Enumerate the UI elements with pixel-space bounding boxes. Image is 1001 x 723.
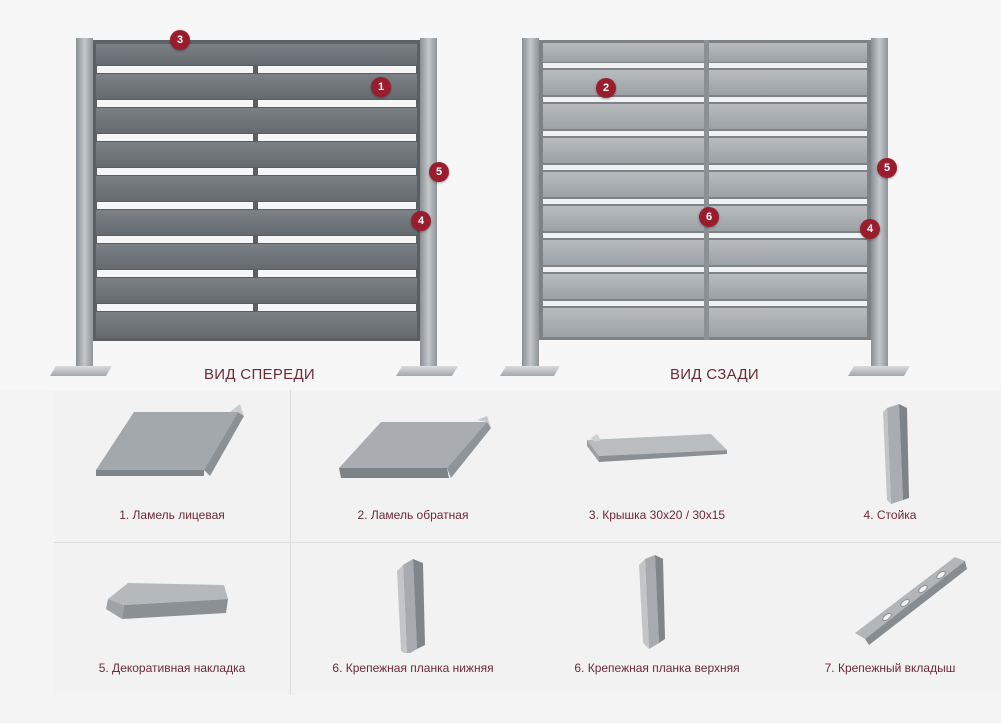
- part-card-cap: 3. Крышка 30х20 / 30х15: [535, 390, 779, 542]
- center-mounting-strip: [704, 40, 709, 340]
- fence-views-panel: 3 1 5 4 2 5 6 4 ВИД СПЕРЕДИ ВИД СЗАДИ: [50, 30, 910, 383]
- front-gaps: [97, 66, 416, 311]
- marker-4-post: 4: [411, 211, 431, 231]
- lower-mounting-strip-icon: [397, 559, 425, 653]
- right-base-plate: [396, 366, 458, 376]
- parts-grid: 1. Ламель лицевая 2. Ламель обратная 3. …: [54, 390, 1001, 695]
- front-view-fence: [50, 38, 458, 376]
- marker-4-post: 4: [860, 219, 880, 239]
- marker-5-decorative-trim: 5: [877, 158, 897, 178]
- part-card-upper-mounting-strip: 6. Крепежная планка верхняя: [535, 543, 779, 695]
- front-slat-icon: [96, 404, 244, 476]
- front-view-label: ВИД СПЕРЕДИ: [204, 366, 315, 383]
- part-card-post: 4. Стойка: [779, 390, 1001, 542]
- marker-2-back-slat: 2: [596, 78, 616, 98]
- post-icon: [883, 404, 909, 504]
- cap-icon: [587, 434, 727, 462]
- left-base-plate: [500, 366, 560, 376]
- left-post: [522, 38, 539, 368]
- part-caption: 6. Крепежная планка верхняя: [574, 661, 740, 675]
- back-view-fence: [500, 38, 910, 376]
- part-caption: 1. Ламель лицевая: [119, 508, 225, 522]
- decorative-trim-icon: [106, 583, 228, 619]
- part-card-back-slat: 2. Ламель обратная: [291, 390, 535, 542]
- mounting-insert-icon: [855, 557, 967, 645]
- part-caption: 3. Крышка 30х20 / 30х15: [588, 508, 726, 522]
- front-slats: [96, 44, 417, 338]
- part-card-lower-mounting-strip: 6. Крепежная планка нижняя: [291, 543, 535, 695]
- right-post: [871, 38, 888, 368]
- part-caption: 5. Декоративная накладка: [98, 661, 246, 675]
- back-view-label: ВИД СЗАДИ: [670, 366, 759, 383]
- part-caption: 4. Стойка: [863, 508, 917, 522]
- right-base-plate: [848, 366, 910, 376]
- part-caption: 6. Крепежная планка нижняя: [332, 661, 494, 675]
- part-caption: 2. Ламель обратная: [357, 508, 469, 522]
- marker-5-decorative-trim: 5: [429, 162, 449, 182]
- marker-6-mounting-strip: 6: [699, 207, 719, 227]
- upper-mounting-strip-icon: [639, 555, 665, 649]
- marker-1-front-slat: 1: [371, 77, 391, 97]
- back-slat-icon: [339, 416, 491, 478]
- left-base-plate: [50, 366, 112, 376]
- marker-3-top-cap: 3: [170, 30, 190, 50]
- right-post: [420, 38, 437, 368]
- left-post: [76, 38, 93, 368]
- part-card-decorative-trim: 5. Декоративная накладка: [54, 543, 290, 695]
- top-cap: [93, 40, 420, 45]
- part-card-mounting-insert: 7. Крепежный вкладыш: [779, 543, 1001, 695]
- part-caption: 7. Крепежный вкладыш: [824, 661, 956, 675]
- part-card-front-slat: 1. Ламель лицевая: [54, 390, 290, 542]
